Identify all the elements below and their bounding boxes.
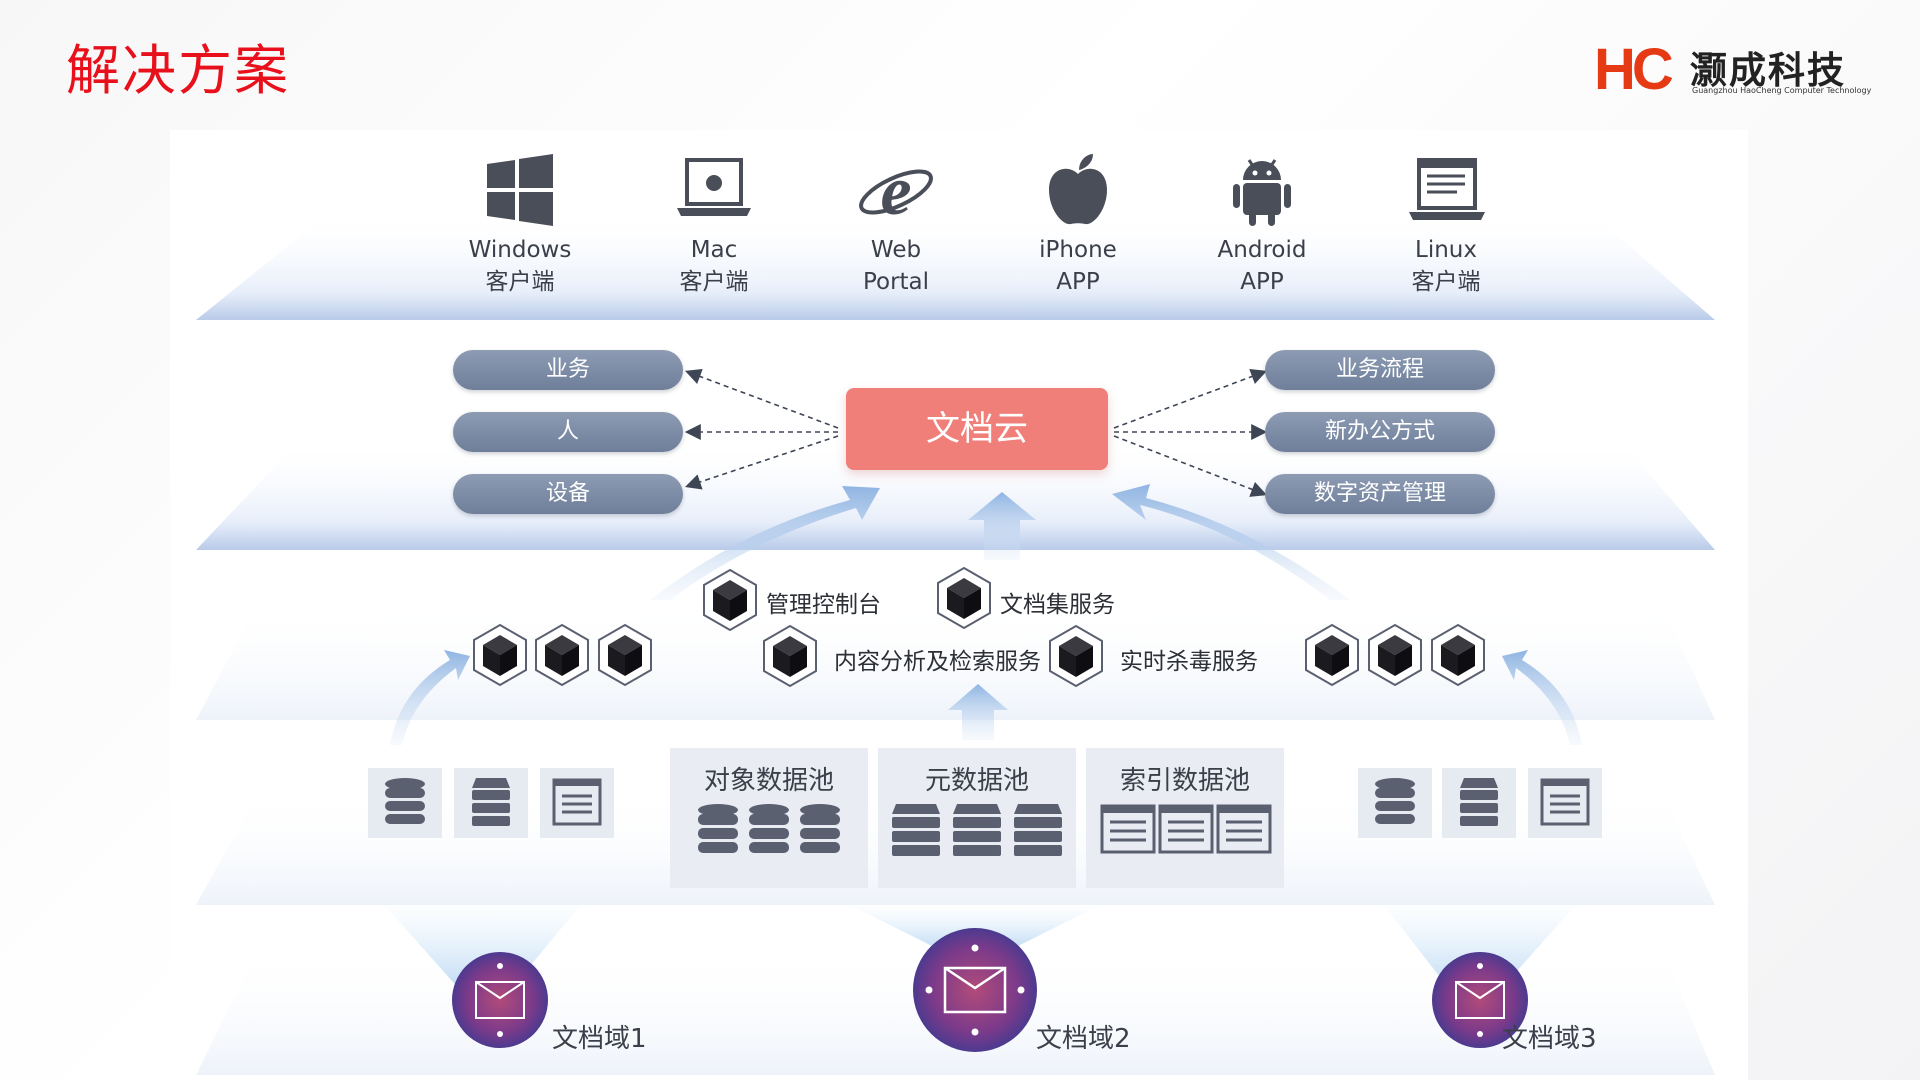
flow-arrow-leftpool-up xyxy=(390,650,470,745)
domain-label-3[interactable]: 文档域3 xyxy=(1502,1024,1597,1054)
client-label-line2: APP xyxy=(1240,269,1284,295)
cube-right-1 xyxy=(1305,623,1359,687)
domain2-beam xyxy=(850,905,1100,950)
client-label-line2: Portal xyxy=(862,269,930,295)
mac-laptop-icon xyxy=(677,158,751,216)
domain-label-2[interactable]: 文档域2 xyxy=(1036,1024,1131,1054)
cube-content-analysis xyxy=(763,624,817,688)
pool-metadata[interactable]: 元数据池 xyxy=(878,748,1076,888)
server-icon xyxy=(1460,778,1498,826)
company-logo: HC 灏成科技 Guangzhou HaoCheng Computer Tech… xyxy=(1590,36,1890,106)
client-label-line1: Web xyxy=(870,237,922,263)
domain2-node xyxy=(913,928,1037,1052)
side-tile-index-right xyxy=(1528,768,1602,838)
page-title: 解决方案 xyxy=(66,39,290,102)
client-linux[interactable]: Linux 客户端 xyxy=(1376,150,1516,298)
database-icon xyxy=(385,778,425,824)
server-icon xyxy=(472,778,510,826)
domain3-node xyxy=(1432,952,1528,1048)
client-label-line2: 客户端 xyxy=(679,269,749,295)
side-tile-database-left xyxy=(368,768,442,838)
domain1-beam xyxy=(380,900,585,990)
cube-left-3 xyxy=(598,623,652,687)
pill-new-office[interactable]: 新办公方式 xyxy=(1265,412,1495,452)
domain3-beam xyxy=(1380,900,1580,990)
pool-object-data[interactable]: 对象数据池 xyxy=(670,748,868,888)
pool-title: 对象数据池 xyxy=(703,766,834,796)
linux-terminal-icon xyxy=(1409,158,1485,220)
domain1-node xyxy=(452,952,548,1048)
service-content-analysis[interactable]: 内容分析及检索服务 xyxy=(834,649,1041,675)
core-link-arrows xyxy=(684,368,1268,497)
domain-nodes xyxy=(452,928,1528,1052)
service-cube-group xyxy=(473,566,1485,688)
client-windows[interactable]: Windows 客户端 xyxy=(450,150,590,298)
client-iphone[interactable]: iPhone APP xyxy=(1008,150,1148,298)
database-icon xyxy=(1375,778,1415,824)
flow-arrow-rightpool-up xyxy=(1502,650,1582,745)
cube-right-3 xyxy=(1431,623,1485,687)
doc-cloud-core[interactable]: 文档云 xyxy=(846,388,1108,470)
logo-mark: HC xyxy=(1594,37,1674,102)
cube-doc-set xyxy=(937,566,991,630)
server-icon xyxy=(892,804,1062,856)
flow-arrow-left-up xyxy=(650,486,880,600)
flow-arrow-right-up xyxy=(1112,484,1350,600)
client-android[interactable]: Android APP xyxy=(1192,150,1332,298)
logo-name-cn: 灏成科技 xyxy=(1690,49,1846,92)
flow-arrow-pool-up xyxy=(948,684,1008,740)
arrow-core-to-business xyxy=(685,368,839,429)
client-label-line2: 客户端 xyxy=(485,269,555,295)
flow-arrows xyxy=(390,484,1582,745)
cloud-layer-platform xyxy=(196,440,1715,550)
cube-antivirus xyxy=(1049,624,1103,688)
index-window-icon xyxy=(552,778,602,826)
client-layer-platform xyxy=(196,212,1715,320)
cube-left-1 xyxy=(473,623,527,687)
cube-right-2 xyxy=(1368,623,1422,687)
client-label-line1: Android xyxy=(1217,237,1307,263)
client-label-line1: iPhone xyxy=(1039,237,1117,263)
database-icon xyxy=(698,804,840,853)
client-label-line1: Windows xyxy=(468,237,572,263)
cube-left-2 xyxy=(535,623,589,687)
client-web[interactable]: e Web Portal xyxy=(826,150,966,298)
client-label-line1: Linux xyxy=(1415,237,1477,263)
pill-business[interactable]: 业务 xyxy=(453,350,683,390)
windows-icon xyxy=(487,154,553,226)
pool-title: 索引数据池 xyxy=(1119,766,1250,796)
index-window-icon xyxy=(1100,804,1272,854)
domain-label-1[interactable]: 文档域1 xyxy=(552,1024,647,1054)
ie-browser-icon: e xyxy=(859,153,933,230)
logo-name-en: Guangzhou HaoCheng Computer Technology xyxy=(1692,86,1872,95)
arrow-core-to-process xyxy=(1113,368,1267,429)
service-antivirus[interactable]: 实时杀毒服务 xyxy=(1120,649,1258,675)
client-label-line1: Mac xyxy=(690,237,738,263)
index-window-icon xyxy=(1540,778,1590,826)
service-doc-set[interactable]: 文档集服务 xyxy=(1000,592,1115,618)
pool-index-data[interactable]: 索引数据池 xyxy=(1086,748,1284,888)
pool-title: 元数据池 xyxy=(924,766,1029,796)
apple-icon xyxy=(1049,154,1107,225)
flow-arrow-center-up xyxy=(968,492,1036,560)
domain-beams xyxy=(380,900,1580,990)
client-mac[interactable]: Mac 客户端 xyxy=(644,150,784,298)
svg-text:e: e xyxy=(880,153,911,230)
side-tile-index-left xyxy=(540,768,614,838)
side-tile-server-right xyxy=(1442,768,1516,838)
pill-business-process[interactable]: 业务流程 xyxy=(1265,350,1495,390)
pill-digital-assets[interactable]: 数字资产管理 xyxy=(1265,474,1495,514)
side-tile-database-right xyxy=(1358,768,1432,838)
client-label-line2: APP xyxy=(1056,269,1100,295)
pill-people[interactable]: 人 xyxy=(453,412,683,452)
android-icon xyxy=(1233,159,1291,226)
pill-device[interactable]: 设备 xyxy=(453,474,683,514)
cube-mgmt-console xyxy=(703,568,757,632)
client-label-line2: 客户端 xyxy=(1411,269,1481,295)
side-tile-server-left xyxy=(454,768,528,838)
service-mgmt-console[interactable]: 管理控制台 xyxy=(766,592,881,618)
